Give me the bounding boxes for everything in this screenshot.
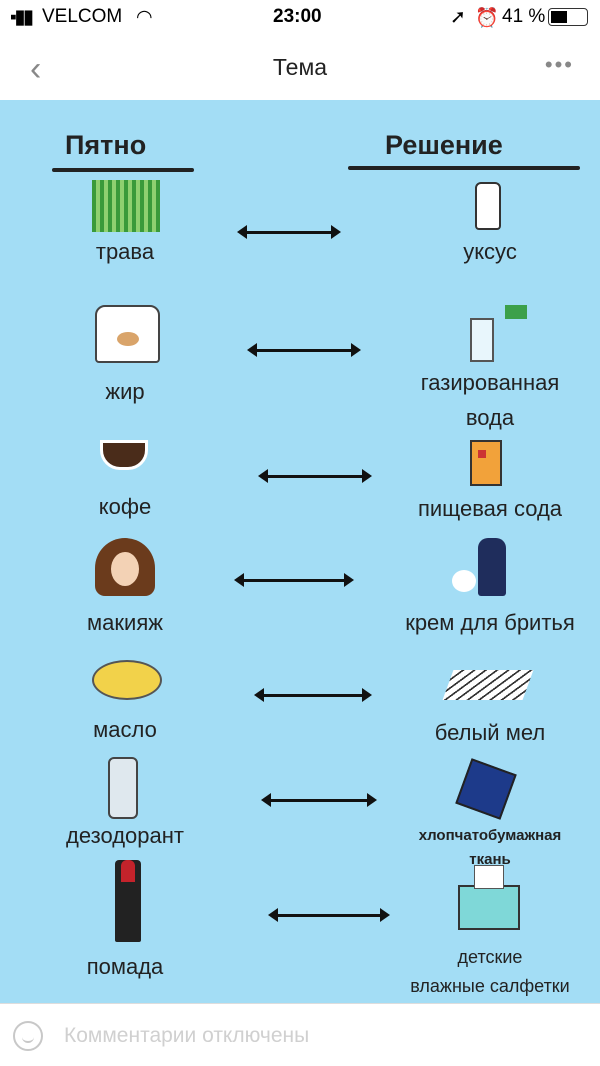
coffee-cup-icon [100, 440, 148, 470]
solution-label: вода [465, 405, 515, 430]
more-icon[interactable]: ••• [544, 52, 574, 77]
chevron-left-icon[interactable]: ‹ [30, 50, 42, 88]
solution-label: ткань [469, 851, 511, 868]
nav-bar: ‹ Тема ••• [0, 34, 600, 100]
arrow-icon [234, 573, 354, 587]
solution-label: белый мел [434, 720, 546, 745]
solution-label: газированная [420, 370, 560, 395]
stain-label: трава [95, 239, 155, 264]
divider [348, 166, 580, 170]
alarm-icon: ⏰ [475, 8, 499, 29]
stain-removal-infographic: Пятно Решение трава уксус жир газированн… [0, 100, 600, 1003]
header-stain: Пятно [65, 130, 147, 160]
arrow-icon [261, 793, 377, 807]
baking-soda-box-icon [470, 440, 502, 486]
smiley-icon [13, 1021, 43, 1051]
stain-label: макияж [87, 610, 163, 635]
divider [52, 168, 194, 172]
solution-label: детские [457, 947, 523, 967]
soda-bottle-icon [505, 305, 527, 319]
foam-icon [452, 570, 476, 592]
wet-wipes-icon [458, 865, 520, 930]
shaving-cream-icon [478, 538, 506, 596]
solution-label: хлопчатобумажная [418, 827, 562, 844]
shirt-icon [95, 305, 160, 363]
stain-label: дезодорант [66, 823, 184, 848]
stain-label: кофе [98, 494, 152, 519]
grass-icon [92, 180, 160, 232]
solution-label: крем для бритья [405, 610, 575, 635]
comments-bar: Комментарии отключены [0, 1003, 600, 1066]
comments-disabled-text: Комментарии отключены [64, 1024, 310, 1047]
stain-label: масло [93, 717, 157, 742]
arrow-icon [247, 343, 361, 357]
carrier: VELCOM [42, 6, 123, 27]
arrow-icon [254, 688, 372, 702]
page-title: Тема [272, 54, 328, 80]
location-icon: ➚ [450, 7, 466, 28]
signal-icon: ▪▮▮ [10, 7, 34, 28]
wifi-icon: ◠ [136, 7, 153, 28]
header-solution: Решение [385, 130, 503, 160]
solution-label: уксус [463, 239, 517, 264]
battery-percent: 41 % [502, 6, 546, 27]
soda-glass-icon [470, 318, 494, 362]
battery-icon [548, 8, 588, 26]
arrow-icon [258, 469, 372, 483]
solution-label: влажные салфетки [410, 976, 570, 996]
arrow-icon [268, 908, 390, 922]
cloth-icon [455, 758, 517, 820]
deodorant-icon [108, 757, 138, 819]
woman-face-icon [95, 538, 155, 596]
stain-label: жир [105, 379, 145, 404]
chalk-icon [442, 670, 534, 700]
oil-bowl-icon [92, 660, 162, 700]
solution-label: пищевая сода [417, 496, 563, 521]
arrow-icon [237, 225, 341, 239]
status-bar: ▪▮▮ VELCOM ◠ 23:00 ➚ ⏰ 41 % [0, 0, 600, 34]
lipstick-icon [115, 860, 141, 942]
vinegar-bottle-icon [475, 182, 501, 230]
stain-label: помада [86, 954, 164, 979]
clock: 23:00 [273, 6, 322, 27]
